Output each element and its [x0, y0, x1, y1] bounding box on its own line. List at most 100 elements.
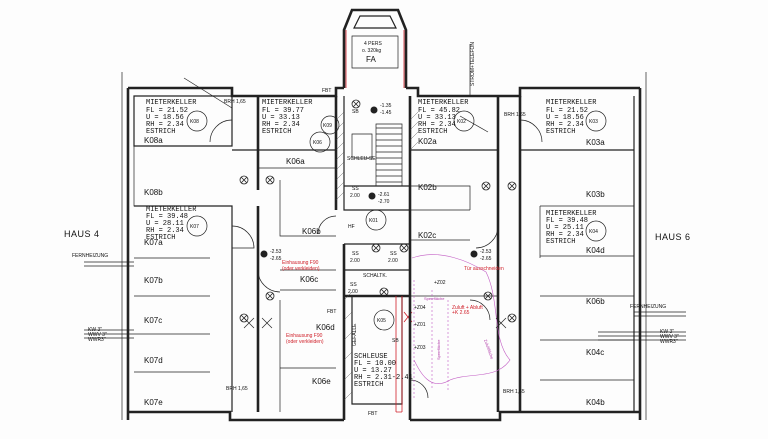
k05-u: U = 13.27 [354, 367, 392, 375]
label-k06a: K06a [286, 157, 305, 166]
badge-k09-circle [320, 115, 340, 135]
k05-red-shaft [395, 296, 403, 413]
k06-title: MIETERKELLER [262, 99, 313, 107]
pipe-label-right-1: KW 3" [660, 329, 674, 335]
room-k07: MIETERKELLER FL = 39.48 U = 28.11 RH = 2… [146, 206, 199, 242]
k07-use: ESTRICH [146, 234, 175, 242]
k04-fl: FL = 39.48 [546, 217, 588, 225]
hatch-strip-k05 [343, 291, 353, 401]
wall-bottom-right [410, 410, 640, 422]
note-red-k06d-2: (oder verkleiden) [286, 339, 324, 345]
k05-title: SCHLEUSE [354, 353, 388, 361]
pipes-left [84, 329, 134, 339]
k08-rh: RH = 2.34 [146, 121, 184, 129]
level-top-1: -1.35 [380, 103, 392, 109]
label-k04b: K04b [586, 398, 605, 407]
label-schleuse-top: SCHLEU-SE [347, 156, 376, 162]
label-z03: +Z03 [414, 345, 426, 351]
badge-k04-circle [585, 220, 607, 242]
level-top-2: -1.45 [380, 110, 392, 116]
label-k02c: K02c [418, 231, 436, 240]
k05-use: ESTRICH [354, 381, 383, 389]
stairs-outline [375, 123, 403, 187]
k08-fl: FL = 21.52 [146, 107, 188, 115]
tower-line2: o. 320kg [362, 48, 381, 54]
label-k04d: K04d [586, 246, 605, 255]
wall-top-right [406, 86, 640, 98]
label-k03b: K03b [586, 190, 605, 199]
note-pink-a: Sperrfläche [424, 296, 445, 301]
label-k06b-right: K06b [586, 297, 605, 306]
label-k06e: K06e [312, 377, 331, 386]
k02-badge: K02 [457, 119, 466, 125]
label-k06d: K06d [316, 323, 335, 332]
label-haus4: HAUS 4 [64, 229, 100, 239]
ss-top-label: SS [352, 186, 359, 192]
label-z01: +Z01 [414, 322, 426, 328]
badge-k07-circle [186, 215, 208, 237]
door-swing-3 [317, 215, 337, 235]
badge-k08-circle [186, 110, 208, 132]
level-right-1: -2.53 [480, 249, 492, 255]
room-k08b-outline [133, 146, 232, 207]
k06-rh: RH = 2.34 [262, 121, 300, 129]
room-k04: MIETERKELLER FL = 39.48 U = 25.11 RH = 2… [546, 210, 598, 246]
ss-mid-right-value: 2.00 [388, 258, 398, 264]
tower-red-lines [345, 30, 405, 88]
label-k06c: K06c [300, 275, 318, 284]
level-mid-1: -2.61 [378, 192, 390, 198]
pink-dashed-lines [413, 280, 449, 400]
k04-u: U = 25.11 [546, 224, 584, 232]
door-swing-7 [469, 299, 491, 321]
label-brh-bottom-left: BRH 1,65 [226, 386, 248, 392]
room-k06: MIETERKELLER FL = 39.77 U = 33.13 RH = 2… [262, 99, 322, 146]
label-hf: HF [348, 224, 355, 230]
ss-k05-value: 2.00 [348, 289, 358, 295]
k04-use: ESTRICH [546, 238, 575, 246]
k06c-outline [280, 269, 336, 291]
room-k08-outline [133, 95, 233, 147]
label-k08a: K08a [144, 136, 163, 145]
k06-fl: FL = 39.77 [262, 107, 304, 115]
note-red-center-2: +K 2.65 [452, 310, 470, 316]
label-k07a: K07a [144, 238, 163, 247]
ss-top-value: 2.00 [350, 193, 360, 199]
k03-rh: RH = 2.34 [546, 121, 584, 129]
k02-use: ESTRICH [418, 128, 447, 136]
pink-zone [411, 254, 511, 384]
k07-rh: RH = 2.34 [146, 227, 184, 235]
label-k07e: K07e [144, 398, 163, 407]
door-swing-1 [231, 225, 255, 249]
k05-rh: RH = 2.31-2.41 [354, 374, 413, 382]
note-red-left-2: (oder verkleiden) [282, 266, 320, 272]
k08-u: U = 18.56 [146, 114, 184, 122]
k08-title: MIETERKELLER [146, 99, 197, 107]
note-red-k06d-1: Einhausung F90 [286, 333, 323, 339]
label-gefaelle: GEFÄLLE [351, 323, 358, 346]
k06b-outline [279, 180, 336, 237]
label-k07c: K07c [144, 316, 162, 325]
door-swing-4 [475, 225, 499, 249]
leader-line-right [459, 115, 489, 133]
label-z04: +Z04 [414, 305, 426, 311]
label-fbt-bottom: FBT [368, 411, 377, 417]
door-swing-8 [409, 379, 429, 399]
pipe-label-left-1: KW 3" [88, 327, 102, 333]
k03-use: ESTRICH [546, 128, 575, 136]
pipe-label-right-2: WWV 3" [660, 334, 679, 340]
k02-title: MIETERKELLER [418, 99, 469, 107]
label-fbt-mid: FBT [327, 309, 336, 315]
label-haus6: HAUS 6 [655, 232, 691, 242]
wall-bottom-left [128, 410, 344, 422]
k05-fl: FL = 10.00 [354, 360, 396, 368]
level-right-2: -2.65 [480, 256, 492, 262]
k07-title: MIETERKELLER [146, 206, 197, 214]
k06-use: ESTRICH [262, 128, 291, 136]
hatch-strip-right [409, 111, 419, 151]
label-fernheizung-left: FERNHEIZUNG [72, 253, 108, 259]
pipes-right [598, 331, 686, 341]
wall-elevator-tower [342, 8, 408, 88]
k02b-outline [410, 185, 471, 211]
k07-partitions [134, 257, 210, 373]
